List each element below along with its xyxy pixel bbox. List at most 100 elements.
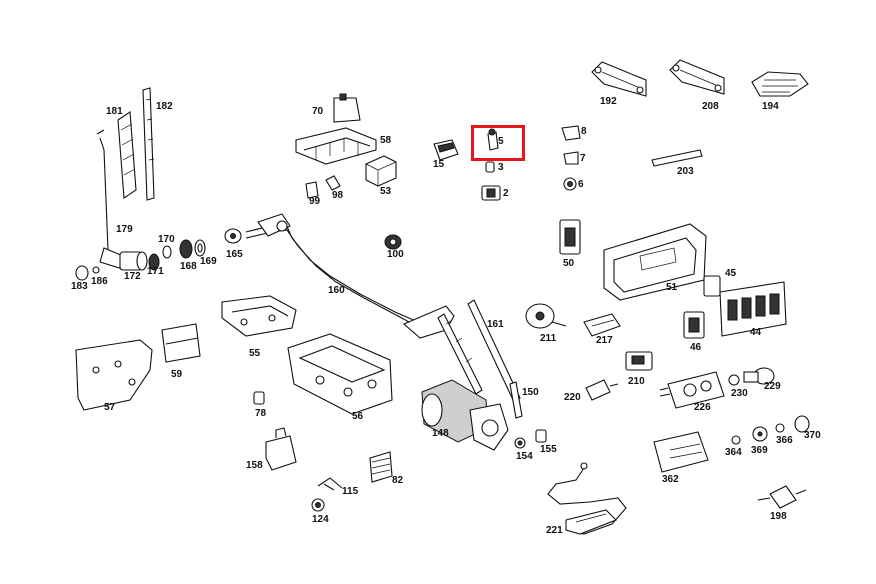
part-161-linkage bbox=[437, 299, 521, 403]
part-51-door-handle bbox=[603, 223, 707, 301]
part-226-lighter-socket bbox=[659, 371, 725, 409]
part-148-wiper-motor bbox=[421, 379, 509, 451]
part-label-115: 115 bbox=[342, 486, 359, 497]
part-230-knob bbox=[728, 374, 740, 386]
part-98-clip bbox=[325, 175, 341, 191]
part-label-364: 364 bbox=[725, 447, 742, 458]
part-label-56: 56 bbox=[352, 411, 364, 422]
part-46-switch bbox=[683, 311, 705, 339]
part-label-2: 2 bbox=[503, 188, 509, 199]
part-label-78: 78 bbox=[255, 408, 267, 419]
part-label-169: 169 bbox=[200, 256, 217, 267]
part-label-179: 179 bbox=[116, 224, 133, 235]
part-183-cap bbox=[75, 265, 89, 281]
part-211-horn bbox=[525, 303, 567, 329]
part-label-51: 51 bbox=[666, 282, 678, 293]
part-label-58: 58 bbox=[380, 135, 392, 146]
part-label-55: 55 bbox=[249, 348, 261, 359]
part-label-362: 362 bbox=[662, 474, 679, 485]
part-label-229: 229 bbox=[764, 381, 781, 392]
part-44-switch-panel bbox=[719, 281, 787, 337]
part-label-168: 168 bbox=[180, 261, 197, 272]
part-label-221: 221 bbox=[546, 525, 563, 536]
part-label-198: 198 bbox=[770, 511, 787, 522]
part-70-relay bbox=[333, 93, 361, 123]
part-label-208: 208 bbox=[702, 101, 719, 112]
part-2-socket bbox=[481, 185, 501, 201]
part-99-clip bbox=[305, 181, 319, 199]
part-label-46: 46 bbox=[690, 342, 702, 353]
part-label-172: 172 bbox=[124, 271, 141, 282]
part-155-clip bbox=[535, 429, 547, 443]
part-label-155: 155 bbox=[540, 444, 557, 455]
part-label-170: 170 bbox=[158, 234, 175, 245]
part-194-lens bbox=[751, 71, 809, 97]
part-170-washer bbox=[162, 245, 172, 259]
part-369-washer bbox=[752, 426, 768, 442]
part-56-bracket bbox=[287, 333, 393, 415]
part-221-harness bbox=[547, 462, 627, 535]
part-165-grommet bbox=[224, 228, 242, 244]
part-label-99: 99 bbox=[309, 196, 321, 207]
part-label-45: 45 bbox=[725, 268, 737, 279]
part-5-bulb bbox=[487, 128, 499, 151]
part-label-171: 171 bbox=[147, 266, 164, 277]
part-198-bulb bbox=[757, 485, 807, 509]
part-78-plug bbox=[253, 391, 265, 405]
part-370-cap bbox=[794, 415, 810, 433]
part-label-5: 5 bbox=[498, 136, 504, 147]
part-7-clip bbox=[563, 151, 579, 165]
part-154-washer bbox=[514, 437, 526, 449]
part-label-154: 154 bbox=[516, 451, 533, 462]
part-364-washer bbox=[731, 435, 741, 445]
part-label-217: 217 bbox=[596, 335, 613, 346]
part-label-57: 57 bbox=[104, 402, 116, 413]
part-366-bolt bbox=[775, 423, 785, 433]
part-229-lighter bbox=[743, 367, 775, 385]
part-124-nut bbox=[311, 498, 325, 512]
part-208-lamp bbox=[669, 59, 725, 95]
part-label-50: 50 bbox=[563, 258, 575, 269]
part-100-grommet bbox=[384, 234, 402, 250]
part-186-washer bbox=[92, 266, 100, 274]
part-label-44: 44 bbox=[750, 327, 762, 338]
part-label-98: 98 bbox=[332, 190, 344, 201]
part-label-70: 70 bbox=[312, 106, 324, 117]
part-label-220: 220 bbox=[564, 392, 581, 403]
part-label-148: 148 bbox=[432, 428, 449, 439]
part-362-control-unit bbox=[653, 431, 709, 473]
part-label-150: 150 bbox=[522, 387, 539, 398]
part-label-3: 3 bbox=[498, 162, 504, 173]
part-label-181: 181 bbox=[106, 106, 123, 117]
part-45-switch bbox=[703, 275, 721, 297]
part-150-pin bbox=[509, 381, 523, 419]
part-label-7: 7 bbox=[580, 153, 586, 164]
part-label-370: 370 bbox=[804, 430, 821, 441]
part-182-wiper-blade bbox=[142, 87, 155, 201]
part-58-fusebox bbox=[295, 127, 377, 165]
part-label-226: 226 bbox=[694, 402, 711, 413]
part-label-211: 211 bbox=[540, 333, 557, 344]
part-57-plate bbox=[75, 339, 153, 411]
part-label-230: 230 bbox=[731, 388, 748, 399]
part-115-clamp bbox=[317, 477, 343, 491]
part-210-switch bbox=[625, 351, 653, 371]
part-label-183: 183 bbox=[71, 281, 88, 292]
highlight-box bbox=[471, 125, 525, 161]
part-label-160: 160 bbox=[328, 285, 345, 296]
part-158-relay bbox=[265, 427, 297, 471]
part-55-bracket bbox=[221, 295, 297, 337]
part-label-369: 369 bbox=[751, 445, 768, 456]
part-50-switch bbox=[559, 219, 581, 255]
part-label-124: 124 bbox=[312, 514, 329, 525]
part-label-15: 15 bbox=[433, 159, 445, 170]
part-6-grommet bbox=[563, 177, 577, 191]
part-169-ring bbox=[194, 239, 206, 257]
part-label-161: 161 bbox=[487, 319, 504, 330]
part-82-connector bbox=[369, 451, 393, 483]
part-label-194: 194 bbox=[762, 101, 779, 112]
part-217-relay bbox=[583, 313, 621, 337]
part-label-6: 6 bbox=[578, 179, 584, 190]
part-171-nut bbox=[148, 253, 160, 271]
